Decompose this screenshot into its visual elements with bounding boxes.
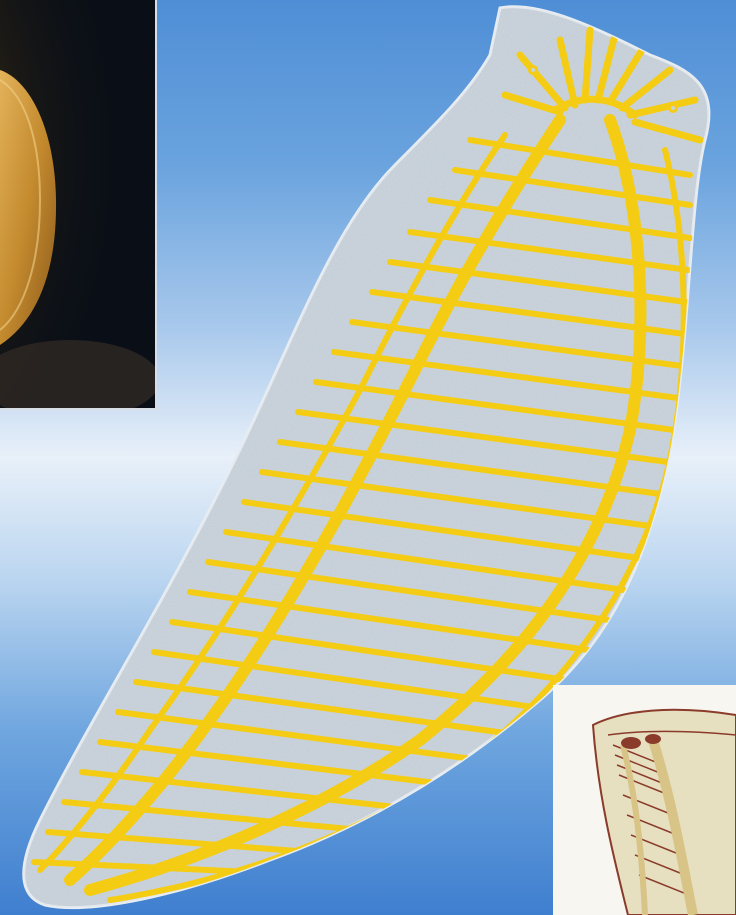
anatomy-drawing-inset [553, 685, 736, 915]
left-eyespot-center [531, 68, 535, 72]
anatomy-drawing [553, 685, 736, 915]
right-eyespot-center [671, 106, 675, 110]
